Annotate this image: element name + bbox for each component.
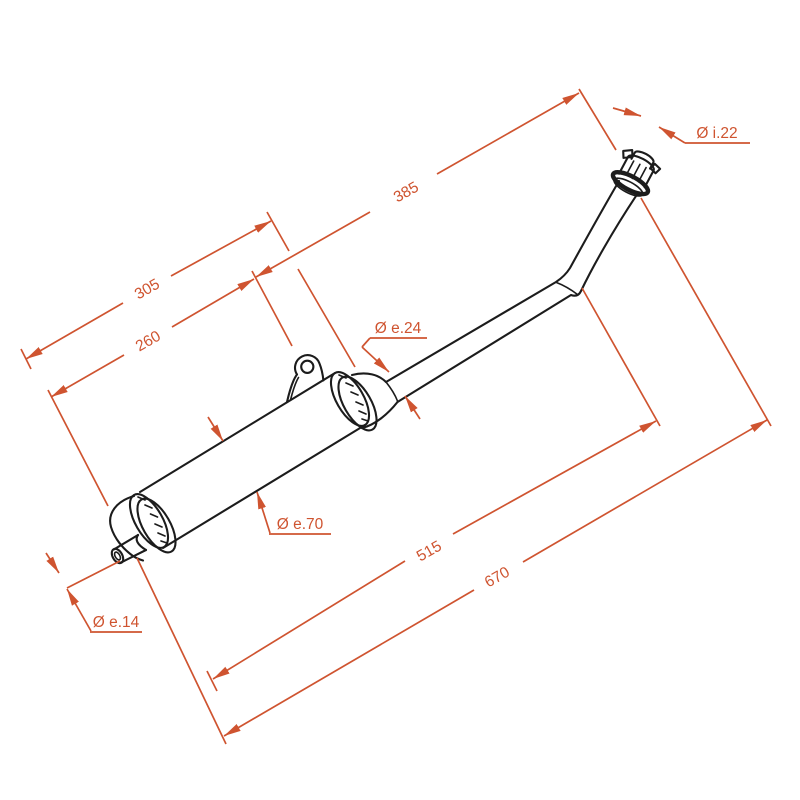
tip-neck-arc [135, 533, 148, 552]
callout-pipe-diameter: Ø e.24 [361, 320, 427, 420]
dimension-385: 385 [255, 92, 580, 278]
dim-670-line-right [522, 419, 768, 563]
dimension-515: 515 [212, 420, 657, 680]
callout-24-arrow-lower [404, 395, 421, 420]
dim-515-label: 515 [414, 538, 445, 566]
front-end-cap [329, 371, 399, 432]
dim-670-label: 670 [482, 563, 513, 591]
dimension-260: 260 [50, 278, 255, 398]
pipe-lower-edge [396, 191, 640, 404]
dim-260-label: 260 [133, 327, 164, 355]
callout-24-arrow-upper [361, 346, 390, 373]
front-crimp-rim-inner [337, 375, 378, 432]
tip-top-edge [112, 533, 140, 551]
dim-305-line-left [25, 302, 124, 360]
callout-14-arrow-lower [66, 588, 92, 632]
bracket-outline [285, 354, 325, 404]
callout-14-arrow-upper [45, 552, 60, 574]
clamp-ring-inner [613, 177, 644, 197]
pipe-bend-crease [555, 281, 579, 296]
body-top-edge [138, 371, 337, 494]
bracket-hole [300, 359, 315, 374]
callout-70-arrow-upper [207, 416, 224, 442]
callout-14-edge-line [66, 560, 121, 589]
callout-22-label: Ø i.22 [696, 125, 737, 142]
connector-bolts [625, 160, 647, 183]
callout-24-label: Ø e.24 [375, 320, 422, 337]
callout-22-arrow-lower [658, 126, 686, 144]
bracket-thickness-line [289, 376, 300, 401]
ext-385-right-to-connector [578, 88, 617, 151]
silencer-part [109, 149, 662, 565]
inlet-pipe [384, 179, 640, 404]
silencer-body [138, 371, 367, 550]
dim-515-line-left [212, 560, 406, 680]
ext-515-left [206, 670, 218, 692]
front-dome-lower [360, 400, 399, 430]
dim-385-label: 385 [391, 179, 422, 207]
connector-tab-right [649, 162, 662, 175]
callout-14-label: Ø e.14 [93, 614, 140, 631]
callout-inlet-diameter: Ø i.22 [612, 107, 750, 144]
callout-tip-diameter: Ø e.14 [45, 552, 142, 633]
mounting-bracket [285, 354, 325, 404]
front-dome-upper [350, 372, 388, 384]
pipe-neck-crease [385, 381, 399, 402]
callout-70-arrow-lower [256, 491, 271, 534]
callout-22-arrow-upper [612, 107, 642, 117]
dim-260-line-left [50, 354, 125, 398]
dimension-annotations: 385 305 260 515 670 [20, 88, 772, 745]
dim-670-line-left [223, 589, 475, 737]
rear-crimp-ticks [137, 496, 168, 544]
body-bottom-edge [161, 423, 367, 550]
ext-670-left-from-tip [136, 557, 227, 745]
ext-670-right-from-connector [640, 197, 772, 427]
ext-260-left-to-rear-cap [47, 389, 109, 507]
dim-385-line-right [436, 92, 580, 175]
connector-barrel [618, 154, 655, 189]
callout-70-label: Ø e.70 [277, 516, 324, 533]
dim-305-label: 305 [132, 276, 163, 304]
front-crimp-ticks [338, 374, 369, 422]
dim-260-line-right [171, 278, 255, 328]
pipe-upper-edge [384, 179, 621, 384]
rear-crimp-rim-inner [136, 497, 177, 554]
dim-305-line-right [170, 220, 272, 277]
rear-crimp-rim-outer [128, 493, 170, 549]
ext-385-260-to-bracket [251, 270, 293, 347]
callout-body-diameter: Ø e.70 [207, 416, 331, 535]
inlet-connector [610, 149, 662, 197]
ext-305-right-to-front-cap [266, 211, 356, 368]
ext-515-right-from-bend [581, 287, 661, 427]
callout-24-elbow [361, 337, 371, 348]
connector-tab-left [622, 149, 634, 159]
extension-lines [20, 88, 772, 745]
dimension-670: 670 [223, 419, 768, 737]
front-crimp-rim-outer [329, 371, 371, 427]
dim-385-line-left [255, 211, 371, 278]
tip-bore [113, 551, 122, 561]
dim-515-line-right [452, 420, 657, 535]
